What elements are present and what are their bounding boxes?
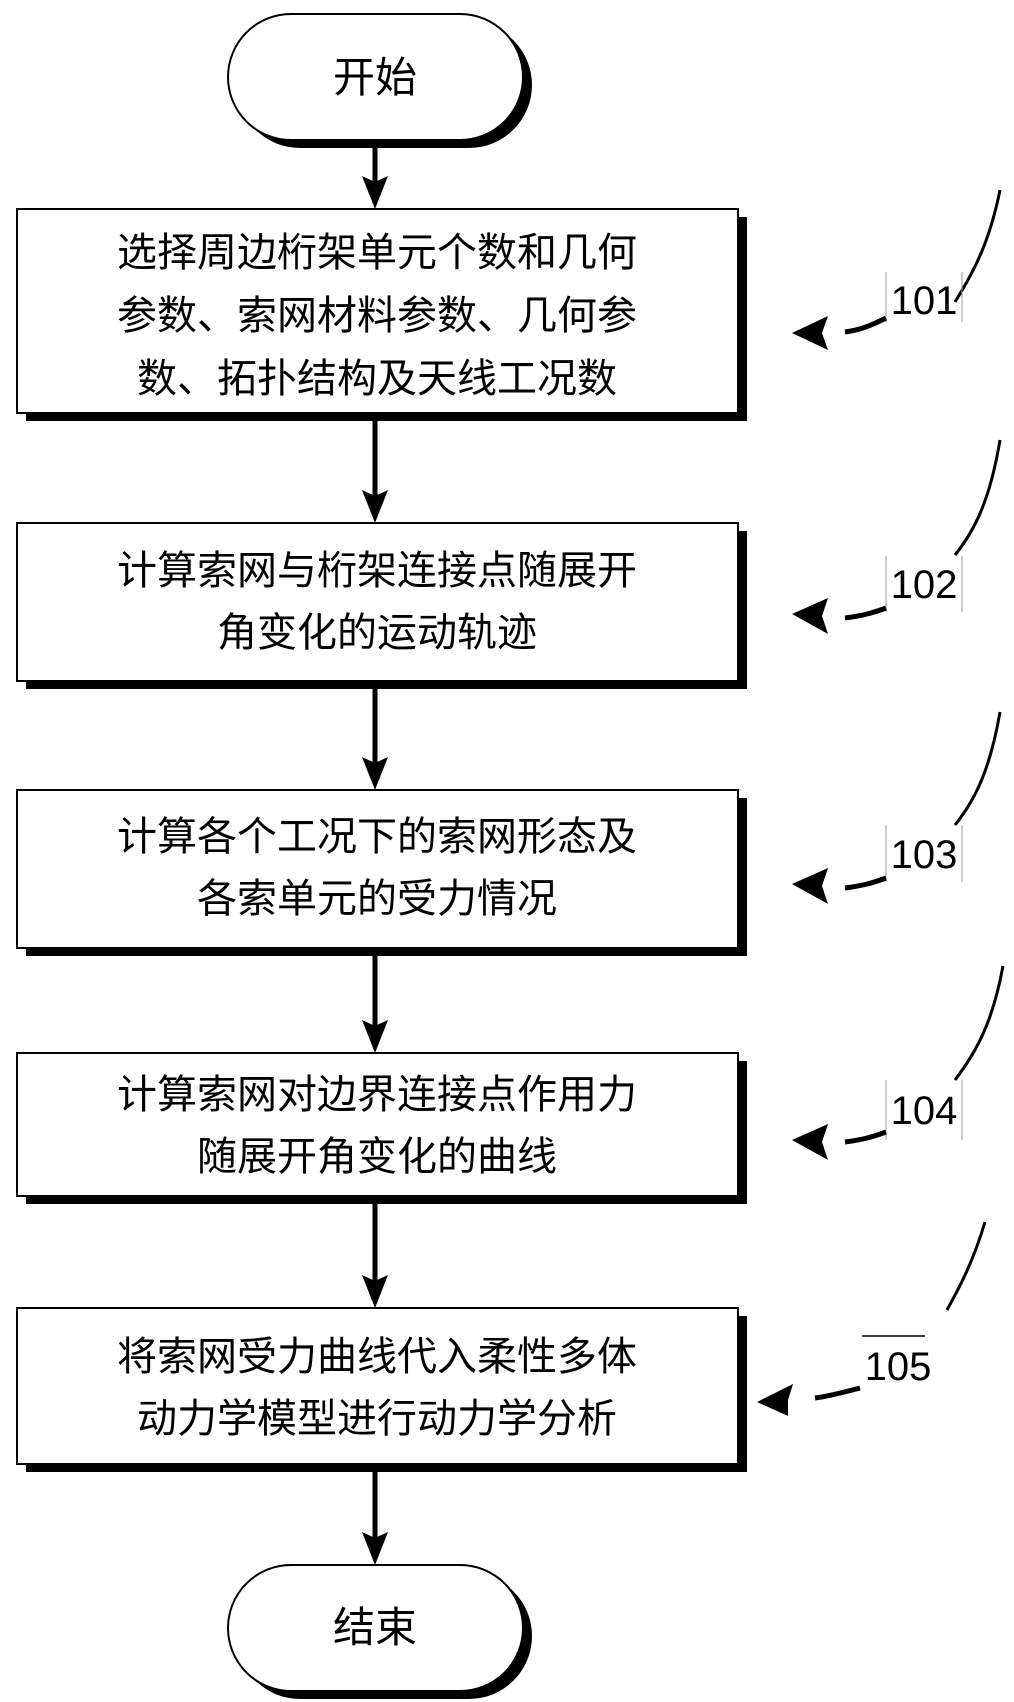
arrow-105-to-end: [362, 1464, 388, 1565]
step-number: 105: [865, 1345, 932, 1389]
arrowhead-icon: [362, 1532, 388, 1565]
reference-label-104: 104: [792, 965, 1005, 1160]
pointer-line: [844, 315, 888, 335]
step-text-line: 数、拓扑结构及天线工况数: [137, 356, 617, 402]
step-text-line: 各索单元的受力情况: [197, 876, 557, 922]
arrow-104-to-105: [362, 1196, 388, 1308]
step-number: 101: [891, 279, 958, 323]
start-terminal: 开始: [227, 13, 532, 148]
reference-label-105: 105: [757, 1221, 987, 1416]
pointer-line: [844, 1129, 887, 1145]
process-box-104: 计算索网对边界连接点作用力 随展开角变化的曲线: [16, 1052, 747, 1204]
arrow-103-to-104: [362, 948, 388, 1053]
end-terminal-shape: [227, 1564, 524, 1692]
box-shape: [16, 522, 739, 682]
step-text-line: 计算索网对边界连接点作用力: [117, 1072, 637, 1118]
leader-line: [953, 711, 1002, 826]
step-text-line: 选择周边桁架单元个数和几何: [117, 230, 637, 276]
flow-arrows: [362, 140, 388, 1565]
end-terminal: 结束: [227, 1564, 532, 1699]
box-shape: [16, 1307, 739, 1465]
process-box-101: 选择周边桁架单元个数和几何 参数、索网材料参数、几何参 数、拓扑结构及天线工况数: [16, 208, 747, 421]
step-text-line: 计算索网与桁架连接点随展开: [117, 548, 637, 594]
pointer-line: [814, 1385, 861, 1401]
step-text-line: 角变化的运动轨迹: [217, 610, 537, 656]
start-label: 开始: [333, 53, 417, 102]
step-text-line: 参数、索网材料参数、几何参: [117, 293, 637, 339]
pointer-arrow-icon: [757, 1384, 793, 1416]
box-shape: [16, 1052, 739, 1197]
step-number: 102: [891, 563, 958, 607]
arrowhead-icon: [362, 1275, 388, 1308]
box-shape: [16, 208, 739, 414]
arrowhead-icon: [362, 757, 388, 790]
step-text-line: 计算各个工况下的索网形态及: [117, 814, 637, 860]
pointer-arrow-icon: [792, 316, 828, 350]
reference-label-102: 102: [792, 439, 1002, 634]
pointer-arrow-icon: [792, 1124, 828, 1160]
end-label: 结束: [333, 1603, 417, 1652]
arrow-102-to-103: [362, 681, 388, 790]
box-shape: [16, 789, 739, 949]
arrowhead-icon: [362, 176, 388, 209]
leader-line: [953, 439, 1002, 556]
leader-line: [953, 189, 1002, 303]
process-box-103: 计算各个工况下的索网形态及 各索单元的受力情况: [16, 789, 747, 956]
step-text-line: 动力学模型进行动力学分析: [137, 1396, 617, 1442]
reference-label-101: 101: [792, 189, 1002, 350]
pointer-line: [844, 875, 887, 891]
leader-line: [953, 965, 1005, 1081]
step-number: 104: [891, 1089, 958, 1133]
reference-label-103: 103: [792, 711, 1002, 904]
leader-line: [945, 1221, 987, 1311]
process-box-105: 将索网受力曲线代入柔性多体 动力学模型进行动力学分析: [16, 1307, 747, 1472]
step-number: 103: [891, 833, 958, 877]
pointer-line: [844, 605, 887, 621]
arrowhead-icon: [362, 1020, 388, 1053]
arrowhead-icon: [362, 490, 388, 523]
step-text-line: 将索网受力曲线代入柔性多体: [117, 1334, 637, 1380]
process-box-102: 计算索网与桁架连接点随展开 角变化的运动轨迹: [16, 522, 747, 689]
arrow-101-to-102: [362, 413, 388, 523]
pointer-arrow-icon: [792, 868, 828, 904]
pointer-arrow-icon: [792, 598, 828, 634]
arrow-start-to-101: [362, 140, 388, 209]
step-text-line: 随展开角变化的曲线: [197, 1134, 557, 1180]
